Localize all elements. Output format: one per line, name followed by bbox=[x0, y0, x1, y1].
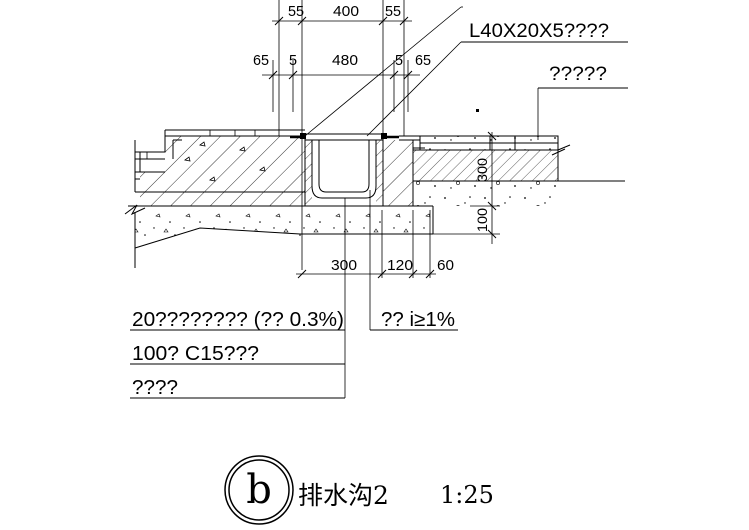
dim-bottom-300: 300 bbox=[331, 257, 357, 274]
layer-3-label: ???? bbox=[132, 377, 178, 399]
title-scale: 1:25 bbox=[440, 481, 494, 509]
layer-callouts: 20???????? (?? 0.3%) ?? i≥1% 100? C15???… bbox=[130, 190, 458, 399]
base-concrete bbox=[124, 204, 434, 268]
dimension-row-bottom: 300 120 60 bbox=[296, 257, 454, 279]
layer-1-label: 20???????? (?? 0.3%) bbox=[132, 309, 344, 331]
dim-5-left: 5 bbox=[289, 52, 297, 69]
left-curb-pavement bbox=[134, 129, 305, 206]
vertical-dimensions: 300 100 bbox=[430, 131, 500, 244]
paving-label: ????? bbox=[549, 64, 607, 85]
layer-2-label: 100? C15??? bbox=[132, 343, 259, 365]
dim-65-right: 65 bbox=[415, 52, 431, 69]
angle-steel-callout: L40X20X5???? bbox=[304, 6, 628, 137]
dim-vertical-100: 100 bbox=[474, 208, 490, 232]
paving-callout: ????? bbox=[476, 64, 628, 140]
ditch-body bbox=[290, 133, 425, 206]
title-symbol: b bbox=[246, 467, 272, 513]
dim-top-55-right: 55 bbox=[385, 3, 401, 20]
title-name: 排水沟2 bbox=[298, 481, 389, 510]
dim-480: 480 bbox=[332, 52, 358, 69]
dimension-row-top: 55 400 55 bbox=[272, 3, 412, 26]
right-pavement bbox=[399, 135, 625, 206]
dimension-row-second: 65 5 480 5 65 bbox=[253, 52, 431, 80]
dim-vertical-300: 300 bbox=[474, 158, 490, 182]
dim-bottom-60: 60 bbox=[437, 257, 454, 274]
angle-steel-label: L40X20X5???? bbox=[469, 21, 609, 42]
dim-top-55-left: 55 bbox=[288, 3, 304, 20]
drawing-title: b 排水沟2 1:25 bbox=[224, 455, 494, 525]
dim-65-left: 65 bbox=[253, 52, 269, 69]
dim-top-400: 400 bbox=[333, 3, 359, 20]
dim-5-right: 5 bbox=[395, 52, 403, 69]
slope-label: ?? i≥1% bbox=[381, 309, 455, 331]
dim-bottom-120: 120 bbox=[387, 257, 413, 274]
